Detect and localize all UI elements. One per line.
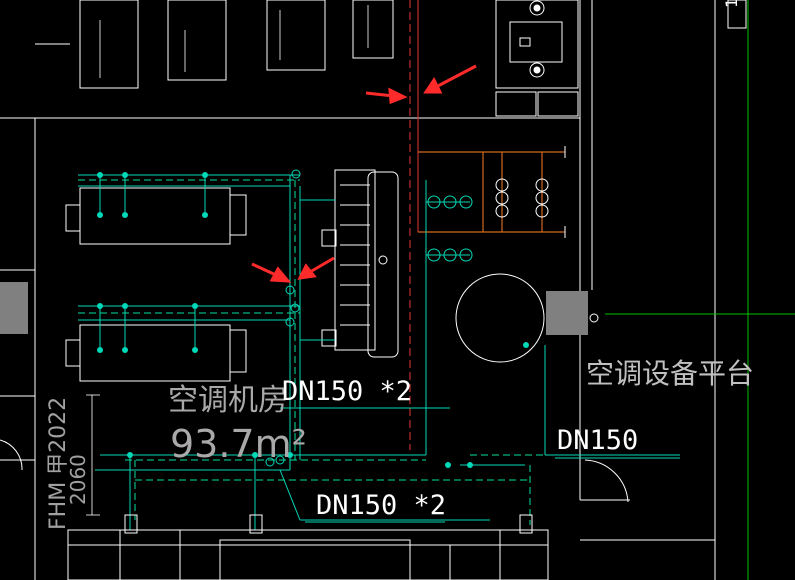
walls <box>0 0 716 580</box>
air-handling-units <box>65 187 247 382</box>
top-cabinets <box>79 0 579 117</box>
door-swing <box>584 459 629 503</box>
pipe-label-dn150: DN150 <box>557 425 639 456</box>
annotation-arrows <box>251 64 477 283</box>
pipe-label-dn150x2-upper: DN150 *2 <box>282 376 413 407</box>
platform-name: 空调设备平台 <box>586 357 755 390</box>
valves <box>427 195 473 262</box>
grid-line <box>605 0 795 580</box>
grid-label: 110 <box>722 0 741 8</box>
round-tank <box>455 273 545 363</box>
pipe-cyan <box>78 174 680 530</box>
chiller-unit <box>321 169 399 358</box>
pipe-label-dn150x2-lower: DN150 *2 <box>316 490 447 521</box>
room-name: 空调机房 <box>168 383 288 418</box>
column-block-right <box>546 291 588 335</box>
column-block-left <box>0 282 28 334</box>
pipe-red <box>409 0 419 450</box>
door-dimension: 2060 <box>66 454 90 505</box>
room-area: 93.7m² <box>170 422 307 466</box>
bottom-equipment <box>67 514 549 580</box>
